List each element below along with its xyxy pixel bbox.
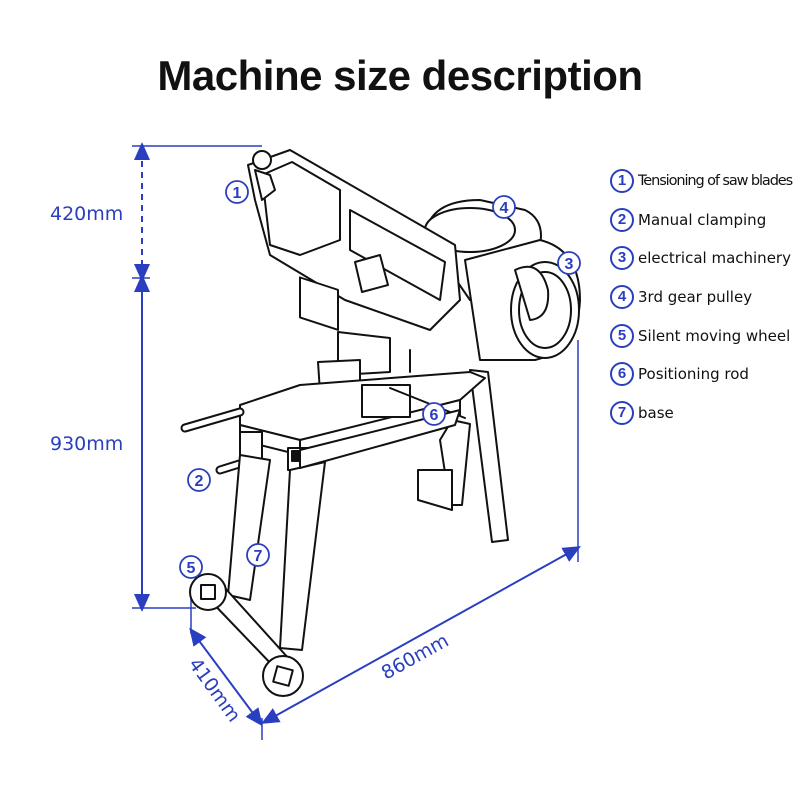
front-leg-right: [279, 461, 326, 651]
legend: 1 Tensioning of saw blades 2 Manual clam…: [610, 162, 800, 432]
wheel-right-hub: [272, 665, 294, 687]
legend-item-5: 5 Silent moving wheel: [610, 316, 800, 355]
legend-item-3: 3 electrical machinery: [610, 239, 800, 278]
legend-number: 1: [610, 169, 634, 194]
legend-item-7: 7 base: [610, 394, 800, 433]
legend-label: 3rd gear pulley: [638, 288, 753, 307]
callout-markers: 1 2 3 4 5 6 7: [179, 180, 581, 579]
legend-item-6: 6 Positioning rod: [610, 355, 800, 394]
callout-5: 5: [179, 555, 203, 579]
motor-shading: [514, 265, 550, 321]
tension-knob: [252, 150, 272, 170]
callout-1: 1: [225, 180, 249, 204]
legend-number: 5: [610, 323, 634, 348]
blade-wheel-cover: [261, 161, 341, 256]
rear-brace: [417, 469, 453, 511]
legend-item-1: 1 Tensioning of saw blades: [610, 162, 800, 201]
svg-text:6: 6: [430, 407, 439, 424]
vise-block: [361, 384, 411, 418]
callout-3: 3: [557, 251, 581, 275]
svg-text:1: 1: [233, 185, 242, 202]
page-title: Machine size description: [157, 52, 643, 99]
legend-label: electrical machinery: [638, 249, 791, 268]
callout-7: 7: [246, 543, 270, 567]
blade-guide: [354, 254, 389, 293]
legend-number: 2: [610, 207, 634, 232]
legend-number: 3: [610, 246, 634, 271]
legend-label: Positioning rod: [638, 365, 749, 384]
leg-crossbar: [299, 409, 461, 469]
svg-text:4: 4: [500, 200, 509, 217]
blade-guard: [349, 209, 446, 301]
dimension-lines: [132, 142, 581, 740]
svg-text:2: 2: [195, 473, 204, 490]
legend-label: Tensioning of saw blades: [638, 173, 793, 190]
legend-number: 4: [610, 285, 634, 310]
legend-label: Silent moving wheel: [638, 326, 791, 345]
dim-label-930: 930mm: [50, 433, 123, 455]
control-box: [299, 276, 339, 331]
svg-text:3: 3: [565, 256, 574, 273]
callout-4: 4: [492, 195, 516, 219]
legend-label: base: [638, 403, 674, 422]
dim-line-410: [189, 627, 263, 727]
svg-text:7: 7: [254, 548, 263, 565]
legend-number: 7: [610, 400, 634, 425]
legend-item-4: 4 3rd gear pulley: [610, 278, 800, 317]
legend-number: 6: [610, 362, 634, 387]
dim-line-860: [261, 546, 581, 724]
tension-handle: [254, 169, 276, 201]
rear-leg-right: [469, 369, 509, 543]
legend-item-2: 2 Manual clamping: [610, 201, 800, 240]
callout-6: 6: [422, 402, 446, 426]
dim-label-420: 420mm: [50, 203, 123, 225]
band-saw-illustration: [180, 149, 581, 697]
wheel-left-hub: [200, 584, 216, 600]
svg-text:5: 5: [187, 560, 196, 577]
front-leg-left: [227, 454, 271, 601]
callout-2: 2: [187, 468, 211, 492]
legend-label: Manual clamping: [638, 210, 767, 229]
